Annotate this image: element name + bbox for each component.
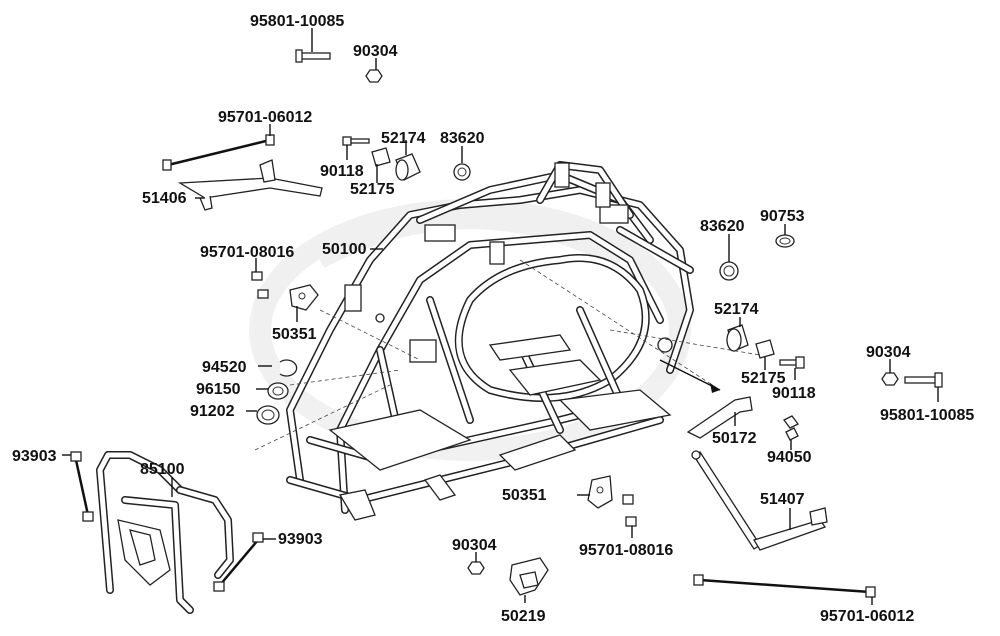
bolt-93903-mid (213, 532, 264, 592)
label-83620-top: 83620 (440, 130, 485, 147)
label-90304-right: 90304 (866, 344, 911, 361)
bolt-93903-left (70, 451, 94, 522)
label-95701-06012-top: 95701-06012 (218, 109, 312, 126)
label-51406: 51406 (142, 190, 187, 207)
bearing-96150 (267, 382, 289, 400)
label-52175-top: 52175 (350, 181, 395, 198)
bolt-95701-08016-bottom (622, 494, 637, 527)
bushing-52174-top (395, 153, 421, 181)
label-95701-08016-bottom: 95701-08016 (579, 542, 673, 559)
label-93903-left: 93903 (12, 448, 57, 465)
label-90753: 90753 (760, 208, 805, 225)
nut-90304-right (881, 372, 899, 386)
bolt-95701-06012-top (162, 134, 275, 171)
label-90118-right: 90118 (772, 385, 816, 402)
nut-90304-bottom (467, 561, 485, 575)
bolt-95701-08016-left (251, 271, 269, 299)
label-96150: 96150 (196, 381, 241, 398)
label-95801-10085-right: 95801-10085 (880, 407, 974, 424)
brace-51407 (691, 450, 828, 551)
bushing-83620-top (453, 163, 471, 181)
label-50172: 50172 (712, 430, 757, 447)
label-52175-right: 52175 (741, 370, 786, 387)
bushing-52174-right (726, 324, 749, 352)
bumper-85100 (96, 451, 234, 614)
bracket-50172 (686, 396, 753, 439)
arrow-line (659, 359, 721, 391)
label-95701-06012-bottom: 95701-06012 (820, 608, 914, 625)
circlip-94520 (279, 359, 298, 377)
clip-94050 (783, 415, 799, 441)
label-85100: 85100 (140, 461, 185, 478)
nut-90304-top (365, 69, 383, 83)
label-95801-10085-top: 95801-10085 (250, 13, 344, 30)
label-90118-top: 90118 (320, 163, 364, 180)
label-50219: 50219 (501, 608, 546, 625)
bushing-83620-right (719, 261, 739, 281)
bolt-90118-top (342, 136, 370, 146)
label-94520: 94520 (202, 359, 247, 376)
label-90304-bottom: 90304 (452, 537, 497, 554)
bolt-95801-10085-right (904, 372, 943, 388)
label-52174-top: 52174 (381, 130, 426, 147)
bolt-90118-right (779, 356, 805, 369)
seal-91202 (256, 405, 280, 425)
label-83620-right: 83620 (700, 218, 745, 235)
bushing-52175-right (755, 339, 775, 359)
bushing-52175-top (371, 147, 391, 167)
label-95701-08016-left: 95701-08016 (200, 244, 294, 261)
bracket-50351-bottom (587, 475, 613, 509)
label-93903-mid: 93903 (278, 531, 323, 548)
label-50100: 50100 (322, 241, 367, 258)
label-90304-top: 90304 (353, 43, 398, 60)
label-94050: 94050 (767, 449, 812, 466)
label-50351-left: 50351 (272, 326, 317, 343)
bracket-50219 (509, 557, 549, 596)
label-50351-bottom: 50351 (502, 487, 547, 504)
bolt-95801-10085-top (295, 49, 331, 63)
main-frame-drawing (286, 161, 694, 521)
label-91202: 91202 (190, 403, 235, 420)
label-51407: 51407 (760, 491, 805, 508)
bracket-50351-left (289, 284, 319, 311)
clip-90753 (775, 234, 795, 248)
bolt-95701-06012-bottom (693, 574, 876, 598)
bracket-51406 (177, 159, 323, 211)
arrow-head (710, 383, 720, 393)
label-52174-right: 52174 (714, 301, 759, 318)
